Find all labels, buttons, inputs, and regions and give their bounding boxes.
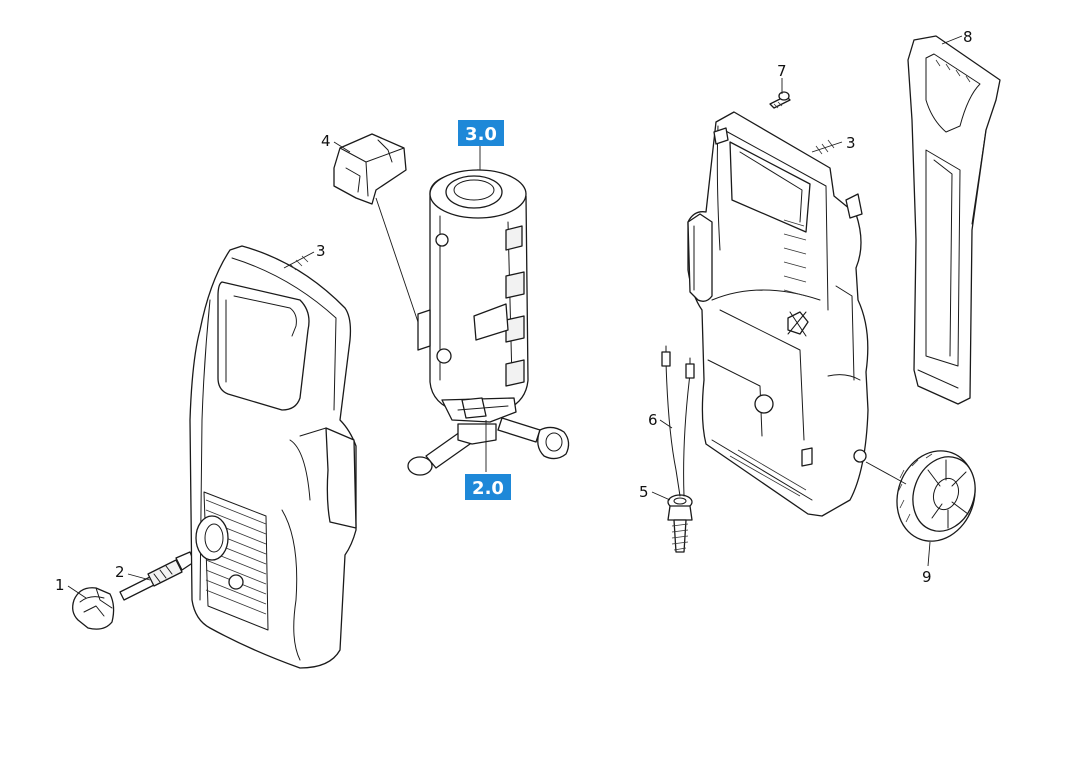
- callout-1: 1: [55, 576, 65, 594]
- assembly-label-top: 3.0: [465, 124, 497, 145]
- part-9-wheel[interactable]: [885, 440, 988, 552]
- callout-5: 5: [639, 483, 649, 501]
- part-2-valve-stem[interactable]: [119, 551, 195, 601]
- leader-3a: [283, 251, 315, 269]
- callout-7: 7: [777, 62, 787, 80]
- part-5-connector[interactable]: [667, 494, 693, 553]
- part-8-handle[interactable]: [907, 35, 1001, 405]
- rear-housing[interactable]: [687, 111, 869, 517]
- part-6-cable[interactable]: [661, 345, 695, 497]
- leader-6: [659, 419, 673, 429]
- callout-3b: 3: [846, 134, 856, 152]
- leader-5: [651, 491, 671, 501]
- callout-3a: 3: [316, 242, 326, 260]
- assembly-badge-3-0[interactable]: 3.0: [458, 120, 504, 146]
- part-4-clip[interactable]: [333, 133, 407, 205]
- leader-4: [333, 141, 351, 153]
- leader-8: [941, 35, 963, 45]
- front-housing[interactable]: [189, 245, 357, 669]
- callout-9: 9: [922, 568, 932, 586]
- assembly-badge-2-0[interactable]: 2.0: [465, 474, 511, 500]
- callout-2: 2: [115, 563, 125, 581]
- callout-8: 8: [963, 28, 973, 46]
- callout-6: 6: [648, 411, 658, 429]
- leader-2: [127, 573, 151, 581]
- leader-4-to-pump: [375, 197, 419, 323]
- part-7-screw[interactable]: [769, 91, 791, 109]
- motor-pump-assembly[interactable]: [407, 169, 570, 476]
- switch-knob-seat: [228, 574, 244, 590]
- callout-4: 4: [321, 132, 331, 150]
- leader-9-to-housing: [865, 461, 907, 485]
- leader-1: [67, 585, 87, 599]
- leader-3b: [811, 141, 843, 153]
- leader-9: [927, 541, 931, 567]
- assembly-label-bottom: 2.0: [472, 478, 504, 499]
- part-1-knob[interactable]: [72, 587, 115, 630]
